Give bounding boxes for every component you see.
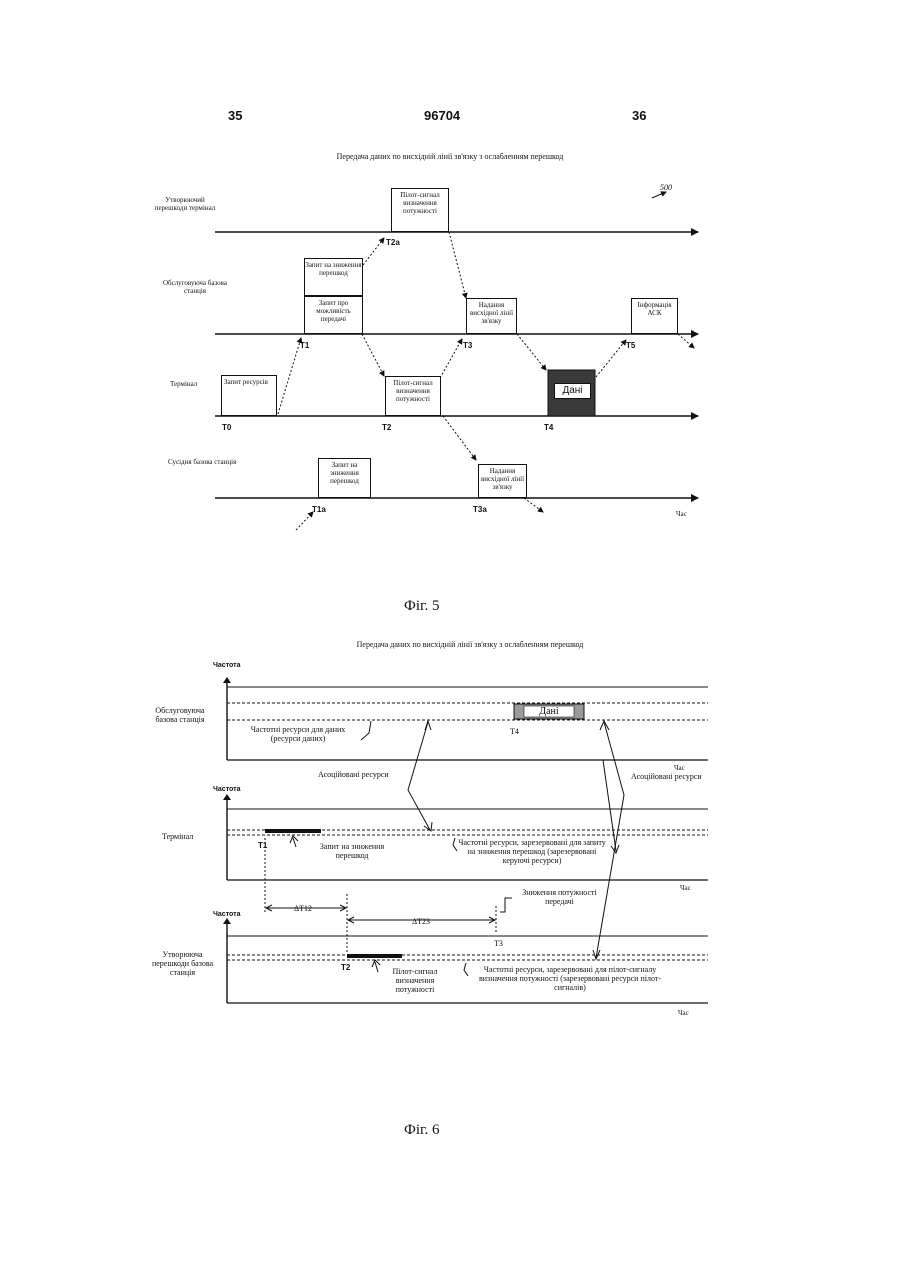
time-t2-6: T2	[341, 963, 350, 972]
freq-axis-label-1: Частота	[213, 662, 240, 670]
associated-resources-left: Асоційовані ресурси	[318, 770, 389, 779]
row-label-interfering-bs-6: Утворюючa перешкоди базова станція	[145, 950, 220, 977]
row-label-terminal-6: Термінал	[162, 832, 193, 841]
delta-t23: ΔT23	[412, 917, 430, 926]
time-t4-6: T4	[510, 727, 519, 736]
associated-resources-right: Асоційовані ресурси	[631, 772, 702, 781]
time-t3-6: T3	[494, 939, 503, 948]
row-label-serving-bs-6: Обслуговуюча базова станція	[145, 706, 215, 724]
freq-axis-label-3: Частота	[213, 911, 240, 919]
reserved-pilot-resources-label: Частотні ресурси, зарезервовані для піло…	[470, 965, 670, 992]
time-axis-label-2: Час	[680, 884, 691, 892]
time-t1-6: T1	[258, 841, 267, 850]
data-box-6: Дані	[524, 706, 574, 717]
pilot-signal-label: Пілот-сигнал визначення потужності	[380, 967, 450, 994]
time-axis-label-3: Час	[678, 1009, 689, 1017]
freq-axis-label-2: Частота	[213, 786, 240, 794]
figure-6-caption: Фіг. 6	[404, 1122, 439, 1139]
delta-t12: ΔT12	[294, 904, 312, 913]
data-resources-label: Частотні ресурси для даних (ресурси дани…	[238, 725, 358, 743]
reduction-request-label: Запит на зниження перешкод	[312, 842, 392, 860]
power-reduction-label: Зниження потужності передачі	[512, 888, 607, 906]
time-axis-label-1: Час	[674, 764, 685, 772]
reserved-request-resources-label: Частотні ресурси, зарезервовані для запи…	[457, 838, 607, 865]
figure-6-title: Передача даних по висхідній лінії зв'язк…	[320, 640, 620, 649]
